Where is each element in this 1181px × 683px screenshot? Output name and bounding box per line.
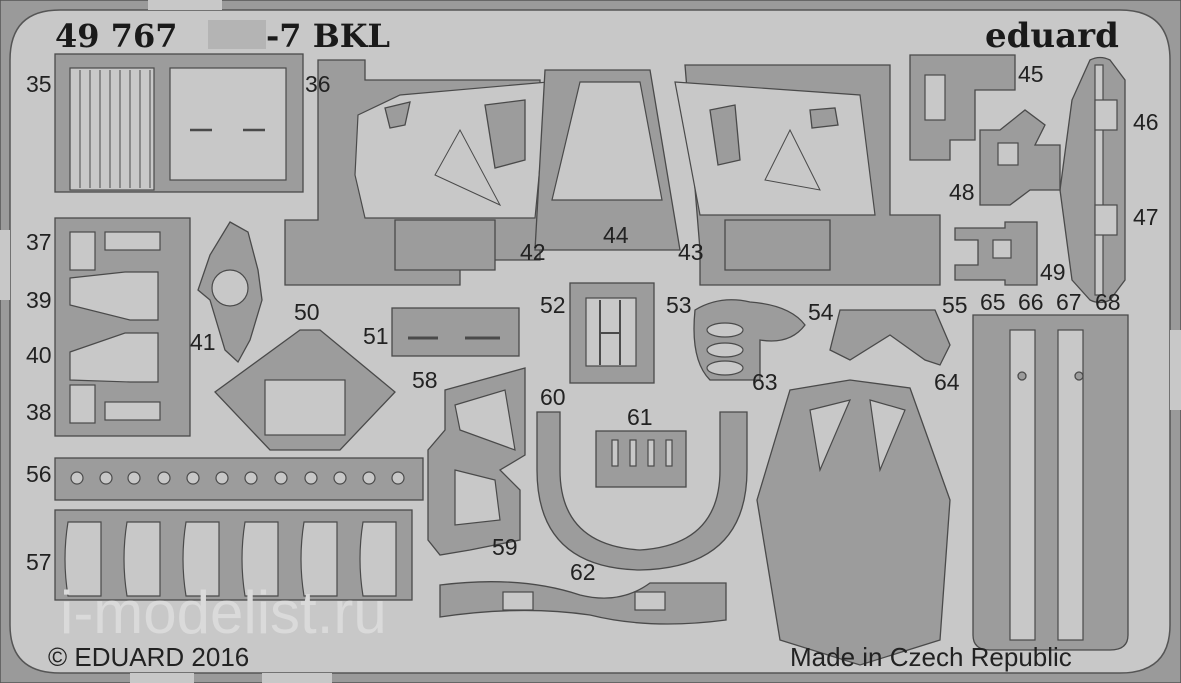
part-number-39: 39 xyxy=(26,287,52,313)
frame-gap xyxy=(1170,330,1181,410)
part-number-37: 37 xyxy=(26,229,52,255)
part-number-67: 67 xyxy=(1056,289,1082,315)
part-number-63: 63 xyxy=(752,369,778,395)
part-65-68 xyxy=(972,314,1129,651)
part-number-45: 45 xyxy=(1018,61,1044,87)
part-number-43: 43 xyxy=(678,239,704,265)
part-61 xyxy=(595,430,687,488)
part-number-64: 64 xyxy=(934,369,960,395)
part-37-40 xyxy=(54,217,191,437)
part-51 xyxy=(391,307,520,357)
part-48 xyxy=(979,109,1061,206)
part-number-54: 54 xyxy=(808,299,834,325)
fret-title-suffix: -7 BKL xyxy=(266,17,390,55)
part-number-65: 65 xyxy=(980,289,1006,315)
brand-logo: eduard xyxy=(985,16,1119,56)
part-52 xyxy=(569,282,655,384)
part-54-55 xyxy=(829,309,951,366)
part-number-68: 68 xyxy=(1095,289,1121,315)
part-number-41: 41 xyxy=(190,329,216,355)
part-number-40: 40 xyxy=(26,342,52,368)
part-number-36: 36 xyxy=(305,71,331,97)
part-number-56: 56 xyxy=(26,461,52,487)
part-63-64 xyxy=(756,379,951,666)
part-number-66: 66 xyxy=(1018,289,1044,315)
part-35 xyxy=(54,53,304,193)
part-number-35: 35 xyxy=(26,71,52,97)
part-number-52: 52 xyxy=(540,292,566,318)
frame-gap xyxy=(262,673,332,683)
part-58-59 xyxy=(427,367,526,556)
watermark: i-modelist.ru xyxy=(60,579,387,646)
part-number-42: 42 xyxy=(520,239,546,265)
part-49 xyxy=(954,221,1038,286)
origin-text: Made in Czech Republic xyxy=(790,642,1072,672)
part-number-61: 61 xyxy=(627,404,653,430)
fret-title-prefix: 49 767 xyxy=(55,17,177,55)
part-42 xyxy=(284,59,549,286)
part-41 xyxy=(197,221,263,364)
part-62 xyxy=(439,581,727,625)
part-57 xyxy=(54,509,413,601)
part-number-57: 57 xyxy=(26,549,52,575)
part-number-50: 50 xyxy=(294,299,320,325)
part-number-49: 49 xyxy=(1040,259,1066,285)
part-number-38: 38 xyxy=(26,399,52,425)
part-60 xyxy=(536,411,748,571)
part-number-48: 48 xyxy=(949,179,975,205)
part-number-44: 44 xyxy=(603,222,629,248)
redacted-label xyxy=(208,20,266,49)
part-number-62: 62 xyxy=(570,559,596,585)
part-number-51: 51 xyxy=(363,323,389,349)
part-50 xyxy=(214,329,396,451)
part-56 xyxy=(54,457,424,501)
part-number-47: 47 xyxy=(1133,204,1159,230)
frame-gap xyxy=(148,0,222,10)
copyright-text: © EDUARD 2016 xyxy=(48,642,249,672)
part-44 xyxy=(534,69,681,251)
part-number-59: 59 xyxy=(492,534,518,560)
part-number-53: 53 xyxy=(666,292,692,318)
part-number-55: 55 xyxy=(942,292,968,318)
part-46-47 xyxy=(1059,56,1126,304)
part-number-58: 58 xyxy=(412,367,438,393)
frame-gap xyxy=(0,230,10,300)
part-number-60: 60 xyxy=(540,384,566,410)
frame-gap xyxy=(130,673,194,683)
part-number-46: 46 xyxy=(1133,109,1159,135)
part-53 xyxy=(693,299,806,381)
part-45 xyxy=(909,54,1016,161)
part-43 xyxy=(674,64,941,286)
